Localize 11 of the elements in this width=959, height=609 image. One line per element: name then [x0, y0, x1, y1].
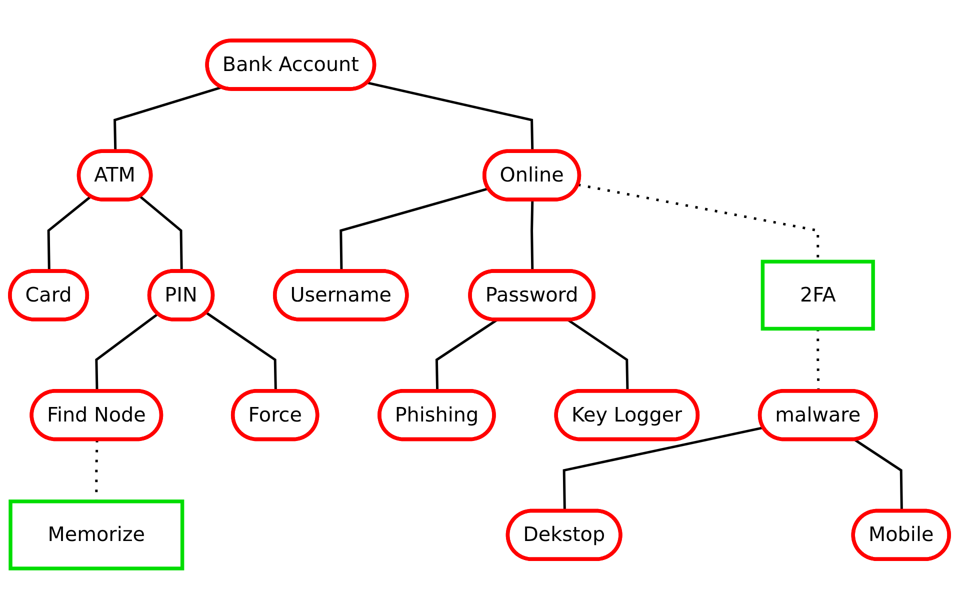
connector: [95, 312, 159, 392]
connector: [435, 319, 498, 392]
connector: [530, 200, 534, 272]
connector: [367, 82, 534, 152]
node-box: 2FA: [760, 260, 875, 331]
node-box: Memorize: [8, 500, 184, 570]
connector: [114, 86, 222, 152]
connector: [567, 319, 629, 392]
connector: [206, 312, 277, 392]
connector: [562, 426, 764, 512]
connector: [854, 438, 903, 512]
